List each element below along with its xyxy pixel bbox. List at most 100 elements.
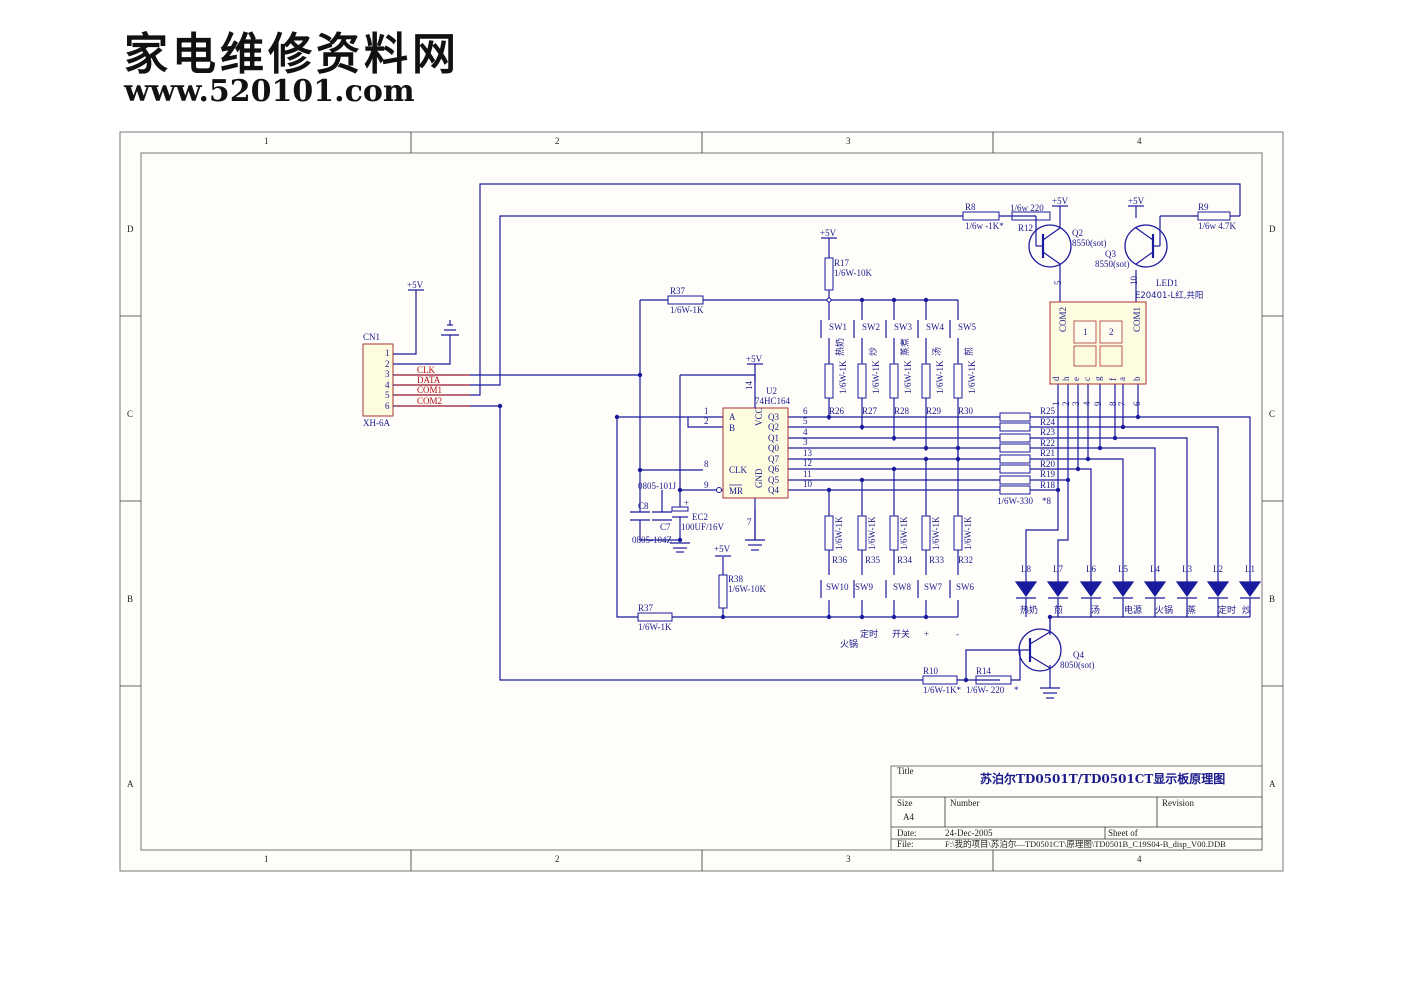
row-label: A — [1269, 779, 1276, 789]
row-value: 1/6W-1K — [899, 516, 909, 550]
c8-value: 0805-101J — [638, 481, 676, 491]
seg-letter: d — [1051, 376, 1061, 381]
seg-pin: 2 — [1061, 402, 1071, 407]
q3-ref: Q3 — [1105, 249, 1116, 259]
led1-part: E20401-L红,共阳 — [1135, 290, 1203, 301]
seg-pin: 6 — [1132, 401, 1142, 406]
cn1-pin: 5 — [385, 390, 390, 400]
ic-ref: U2 — [766, 386, 777, 396]
inner-frame — [140, 152, 1263, 851]
r10-ref: R10 — [923, 666, 939, 676]
seg-letter: g — [1093, 376, 1103, 381]
cn1-pin: 6 — [385, 401, 390, 411]
led-label: 炒 — [1242, 605, 1251, 616]
led-ref: L8 — [1021, 564, 1031, 574]
col-label: 4 — [1137, 136, 1142, 146]
seg-letter: e — [1071, 377, 1081, 381]
junctions — [497, 297, 1141, 683]
c7-value: 0805-104Z — [632, 535, 672, 545]
r37b-value: 1/6W-1K — [638, 622, 672, 632]
led-ref: L5 — [1118, 564, 1128, 574]
ic-out: Q3 — [768, 412, 779, 422]
col-label: 3 — [846, 136, 851, 146]
sw-top-label: 煎 — [963, 347, 975, 356]
r17-power: +5V — [820, 228, 837, 238]
r-bot-ref: R32 — [958, 555, 973, 565]
row-value: 1/6W-1K — [834, 516, 844, 550]
seg-ref: R23 — [1040, 427, 1056, 437]
col-label: 4 — [1137, 854, 1142, 864]
com2-pin: COM2 — [1058, 307, 1068, 332]
ic-vcc-power: +5V — [746, 354, 763, 364]
sw-top-ref: SW4 — [926, 322, 945, 332]
cn1-ref: CN1 — [363, 332, 380, 342]
site-url: www.520101.com — [124, 74, 415, 109]
ec2-plus: + — [684, 498, 689, 508]
data-label: DATA — [417, 375, 441, 385]
seg-ref: R20 — [1040, 459, 1056, 469]
r14-star: * — [1014, 685, 1019, 695]
ic-out: Q4 — [768, 485, 779, 495]
switch-resistors-top: 1/6W-1K 1/6W-1K 1/6W-1K 1/6W-1K 1/6W-1K … — [824, 360, 977, 416]
seg-letter: h — [1061, 376, 1071, 381]
led-ref: L6 — [1086, 564, 1096, 574]
seg-pin: 3 — [1071, 401, 1081, 406]
sw-bot-ref: SW10 — [826, 582, 849, 592]
seg-letter: c — [1082, 377, 1092, 381]
q2-power: +5V — [1052, 196, 1069, 206]
number-label: Number — [950, 798, 980, 808]
row-value: 1/6W-1K — [903, 360, 913, 394]
r38-ref: R38 — [728, 574, 744, 584]
led-ref: L4 — [1150, 564, 1160, 574]
col-label: 1 — [264, 136, 269, 146]
ic-out: Q1 — [768, 433, 779, 443]
q2-ref: Q2 — [1072, 228, 1083, 238]
r17-value: 1/6W-10K — [834, 268, 872, 278]
led-label: 火锅 — [1155, 605, 1173, 616]
r-top-ref: R29 — [926, 406, 942, 416]
r-bot-ref: R35 — [865, 555, 881, 565]
row-label: C — [127, 409, 133, 419]
seg-letter: a — [1117, 377, 1127, 381]
sw-top-label: 蒸煮 — [899, 338, 911, 356]
seg-pin: 7 — [1117, 401, 1127, 406]
r38-power: +5V — [714, 544, 731, 554]
col-label: 2 — [555, 854, 560, 864]
ic-gnd-label: GND — [754, 468, 764, 488]
ic-out-num: 12 — [803, 458, 812, 468]
sw-bot-label: 开关 — [892, 628, 910, 640]
led-label: 蒸 — [1187, 604, 1196, 616]
row-label: D — [1269, 224, 1276, 234]
digit-label: 1 — [1083, 327, 1088, 337]
transistor-q3: Q3 8550(sot) +5V 10 — [1095, 196, 1168, 285]
seg-pin: 9 — [1093, 401, 1103, 406]
sw-bot-label: + — [924, 629, 929, 639]
title-block: Title 苏泊尔TD0501T/TD0501CT显示板原理图 Size A4 … — [890, 765, 1263, 851]
ec2-ref: EC2 — [692, 512, 708, 522]
q3-part: 8550(sot) — [1095, 259, 1130, 269]
indicator-leds: L8 L7 L6 L5 L4 L3 L2 L1 热奶 煎 汤 电源 火锅 蒸 定… — [1014, 564, 1262, 616]
site-name: 家电维修资料网 — [124, 29, 460, 80]
col-label: 3 — [846, 854, 851, 864]
sw-bot-label-extra: 火锅 — [840, 639, 858, 650]
seg-letter: b — [1132, 376, 1142, 381]
sw-bot-ref: SW8 — [893, 582, 912, 592]
row-label: C — [1269, 409, 1275, 419]
r8-ref: R8 — [965, 202, 976, 212]
switch-resistors-bottom: 1/6W-1K 1/6W-1K 1/6W-1K 1/6W-1K 1/6W-1K … — [824, 510, 973, 565]
r14-ref: R14 — [976, 666, 992, 676]
seg-pin: 1 — [1051, 402, 1061, 407]
ec2-value: 100UF/16V — [681, 522, 725, 532]
row-label: B — [1269, 594, 1275, 604]
ic-out: Q5 — [768, 475, 779, 485]
switches-bottom: SW10 SW9 SW8 SW7 SW6 定时 开关 + - 火锅 — [820, 580, 975, 650]
q4-ref: Q4 — [1073, 650, 1084, 660]
seg-value: 1/6W-330 — [997, 496, 1033, 506]
ic-part: 74HC164 — [755, 396, 791, 406]
col-label: 1 — [264, 854, 269, 864]
row-value: 1/6W-1K — [935, 360, 945, 394]
seg-pin: 8 — [1108, 401, 1118, 406]
r37b-ref: R37 — [638, 603, 654, 613]
